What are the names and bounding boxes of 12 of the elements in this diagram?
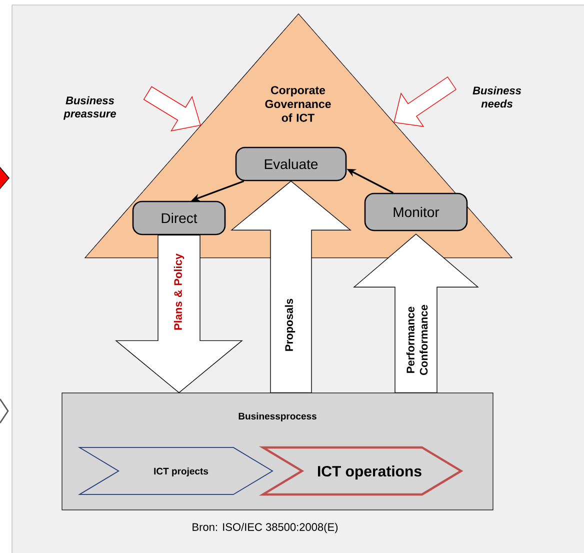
block-arrow [143, 86, 201, 132]
step-box: Evaluate [235, 146, 347, 182]
edge-label: Proposals [284, 298, 296, 351]
caption: Bron: ISO/IEC 38500:2008(E) [192, 522, 338, 534]
block-arrow [230, 180, 352, 394]
block-arrow [115, 234, 243, 394]
chevron: ICT operations [258, 446, 464, 496]
step-box: Monitor [364, 192, 468, 232]
edge-label: Performance Conformance [406, 304, 428, 375]
chevron: ICT projects [78, 447, 274, 495]
block-arrow [353, 234, 479, 394]
step-box: Direct [132, 200, 226, 236]
